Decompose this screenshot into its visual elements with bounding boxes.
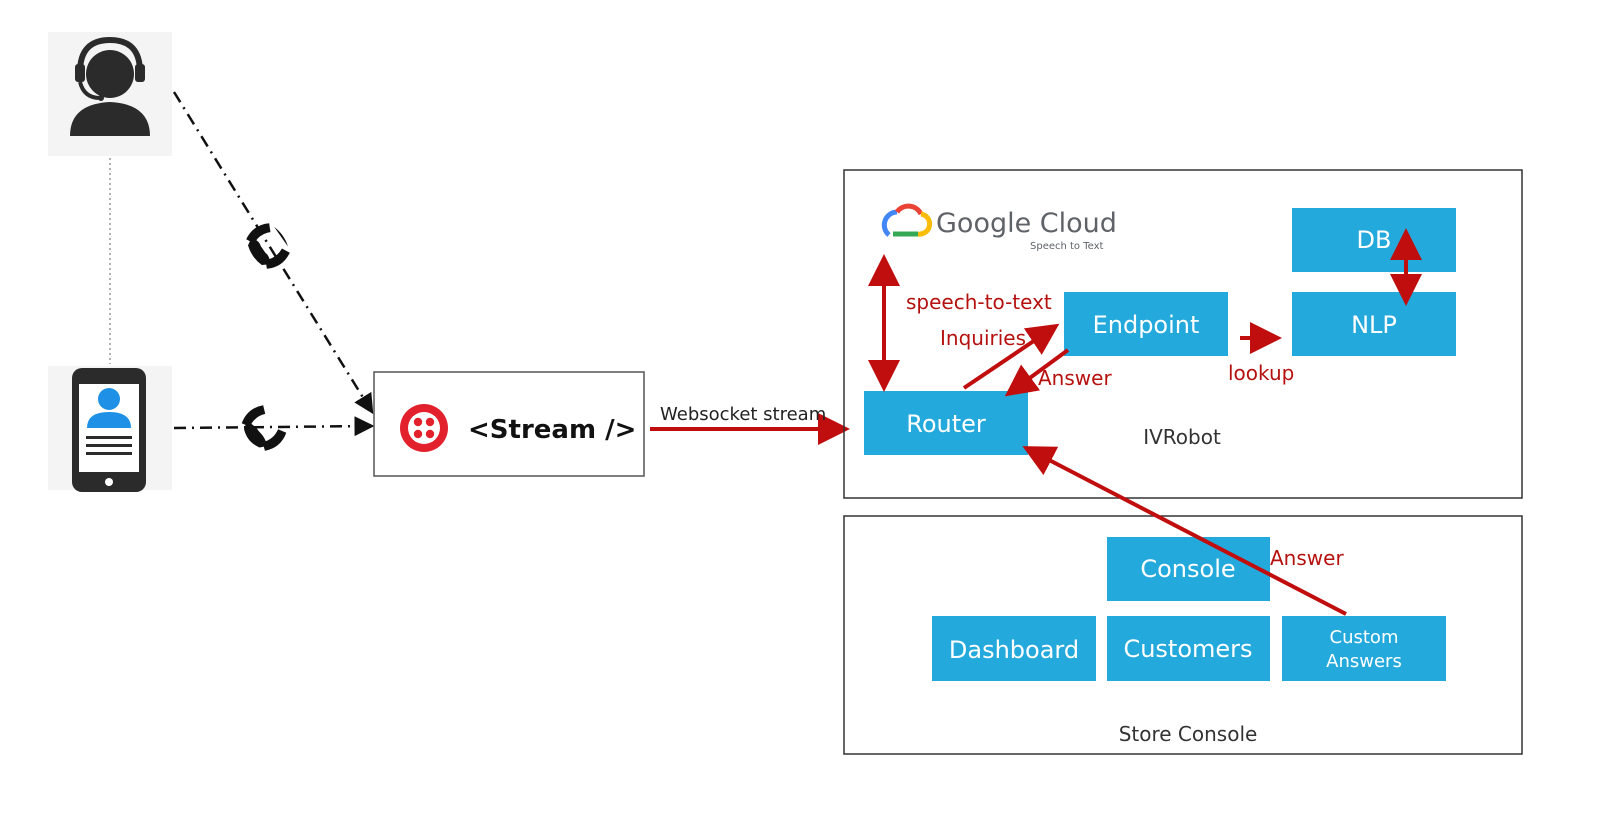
caller-icon xyxy=(48,366,172,492)
svg-text:DB: DB xyxy=(1357,226,1392,254)
svg-text:Answers: Answers xyxy=(1326,651,1402,672)
telephone-handset-icon xyxy=(246,223,290,269)
router-box: Router xyxy=(864,391,1028,455)
svg-text:Router: Router xyxy=(906,410,986,438)
answer-router-label: Answer xyxy=(1038,366,1112,390)
nlp-box: NLP xyxy=(1292,292,1456,356)
endpoint-box: Endpoint xyxy=(1064,292,1228,356)
store-console-frame xyxy=(843,515,1523,755)
svg-text:Console: Console xyxy=(1140,555,1235,583)
answer-arrow xyxy=(1004,348,1070,397)
inquiries-label: Inquiries xyxy=(940,326,1026,350)
svg-text:Customers: Customers xyxy=(1123,635,1252,663)
speech-to-text-label: speech-to-text xyxy=(906,290,1052,314)
console-box: Console xyxy=(1107,537,1270,601)
svg-text:Endpoint: Endpoint xyxy=(1093,311,1200,339)
svg-text:NLP: NLP xyxy=(1351,311,1397,339)
answer-custom-label: Answer xyxy=(1270,546,1344,570)
websocket-label: Websocket stream xyxy=(660,404,826,425)
custom-answers-box: Custom Answers xyxy=(1282,616,1446,681)
stream-box: <Stream /> xyxy=(373,371,645,477)
agent-icon xyxy=(48,32,172,156)
google-cloud-product: Speech to Text xyxy=(1030,241,1104,252)
svg-text:Custom: Custom xyxy=(1330,627,1399,648)
svg-text:Dashboard: Dashboard xyxy=(949,636,1079,664)
google-cloud-brand: Google Cloud xyxy=(936,208,1117,239)
customers-box: Customers xyxy=(1107,616,1270,681)
google-cloud-logo-icon xyxy=(881,203,933,237)
ivrobot-frame xyxy=(843,169,1523,499)
twilio-logo-icon xyxy=(400,404,448,452)
ivrobot-title: IVRobot xyxy=(1143,425,1221,449)
db-box: DB xyxy=(1292,208,1456,272)
caller-call-line xyxy=(173,416,375,437)
store-console-title: Store Console xyxy=(1119,722,1258,746)
lookup-label: lookup xyxy=(1228,361,1294,385)
inquiries-arrow xyxy=(962,323,1060,390)
agent-call-line xyxy=(172,91,374,415)
custom-answer-arrow xyxy=(1022,446,1347,616)
dashboard-box: Dashboard xyxy=(932,616,1096,681)
telephone-handset-icon xyxy=(241,405,287,451)
stream-label: <Stream /> xyxy=(468,415,636,445)
